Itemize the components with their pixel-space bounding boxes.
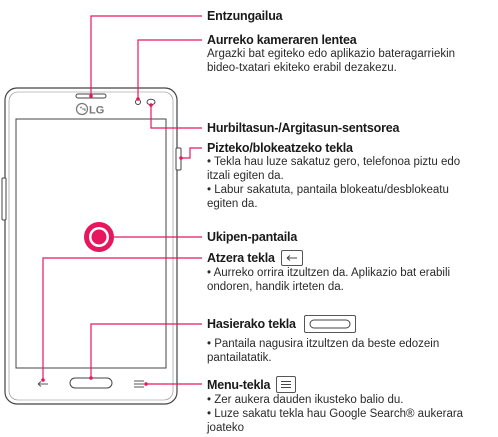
callout-front-camera: Aurreko kameraren lentea Argazki bat egi… <box>207 33 496 75</box>
callout-line: • Zer aukera dauden ikusteko balio du. <box>207 394 404 406</box>
callout-title: Hasierako tekla <box>207 317 296 331</box>
lg-logo-mark <box>75 102 89 116</box>
callout-title: Hurbiltasun-/Argitasun-sentsorea <box>207 121 400 135</box>
callout-power-key: Pizteko/blokeatzeko tekla • Tekla hau lu… <box>207 141 496 211</box>
callout-line: ondoren, handik irteten da. <box>207 281 344 293</box>
callout-home-key: Hasierako tekla • Pantaila nagusira itzu… <box>207 315 496 365</box>
back-icon <box>280 250 303 266</box>
volume-key <box>1 177 7 221</box>
touch-point-inner <box>91 229 107 245</box>
callout-line: joateko <box>207 422 245 434</box>
callout-line: itzali egiten da. <box>207 170 284 182</box>
menu-key <box>134 380 144 388</box>
home-icon <box>303 315 356 333</box>
callout-line: • Luze sakatu tekla hau Google Search® a… <box>207 408 464 420</box>
callout-title: Menu-tekla <box>207 377 271 392</box>
callout-line: • Aurreko orrira itzultzen da. Aplikazio… <box>207 267 451 279</box>
callout-touch-screen: Ukipen-pantaila <box>207 230 496 244</box>
callout-menu-key: Menu-tekla • Zer aukera dauden ikusteko … <box>207 376 496 435</box>
callout-title: Pizteko/blokeatzeko tekla <box>207 141 353 155</box>
callout-line: Argazki bat egiteko edo aplikazio batera… <box>207 48 456 60</box>
callout-title: Ukipen-pantaila <box>207 230 298 244</box>
lg-logo-text: LG <box>89 105 104 117</box>
callout-title: Atzera tekla <box>207 251 275 265</box>
callout-earpiece: Entzungailua <box>207 9 496 23</box>
callout-title: Aurreko kameraren lentea <box>207 33 357 47</box>
pointer-lines <box>42 15 202 385</box>
callout-proximity-sensor: Hurbiltasun-/Argitasun-sentsorea <box>207 121 496 135</box>
back-key <box>37 381 48 387</box>
callout-back-key: Atzera tekla • Aurreko orrira itzultzen … <box>207 250 496 294</box>
callout-line: • Tekla hau luze sakatuz gero, telefonoa… <box>207 156 461 168</box>
callout-line: • Pantaila nagusira itzultzen da beste e… <box>207 338 440 350</box>
pointer-dots <box>41 94 183 386</box>
callout-line: egiten da. <box>207 198 258 210</box>
callout-line: bideo-txatari ekiteko erabil dezakezu. <box>207 62 397 74</box>
callout-line: • Labur sakatuta, pantaila blokeatu/desb… <box>207 184 449 196</box>
callout-title: Entzungailua <box>207 9 283 23</box>
menu-icon <box>276 376 297 393</box>
callout-line: pantailatatik. <box>207 352 272 364</box>
